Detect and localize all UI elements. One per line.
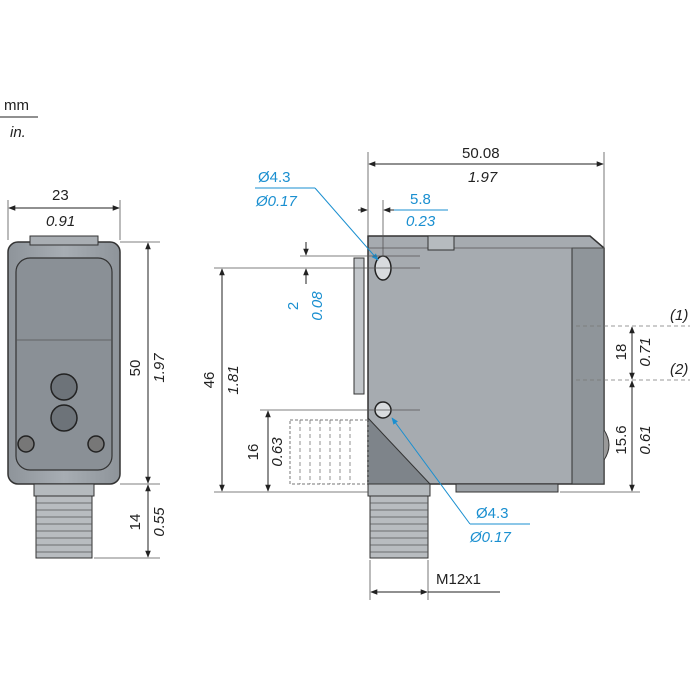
front-height-in: 1.97: [151, 353, 168, 383]
side-length-in: 1.97: [468, 169, 498, 186]
side-axis-span-in: 0.71: [637, 337, 654, 366]
side-housing: [367, 235, 605, 485]
front-connector-thread: [35, 495, 93, 559]
side-lens-bump: [603, 429, 610, 461]
side-connector-collar: [367, 483, 431, 497]
side-hole-top-dia-mm: Ø4.3: [258, 169, 291, 186]
side-hole-bottom-dia-in: Ø0.17: [469, 529, 512, 546]
side-hole-offset-mm: 2: [285, 302, 302, 310]
front-screw-left: [17, 435, 35, 453]
side-connector-thread: [369, 495, 429, 559]
side-length-mm: 50.08: [462, 145, 500, 162]
side-low-in: 0.63: [269, 437, 286, 467]
side-housing-front: [571, 247, 605, 485]
front-width-mm: 23: [52, 187, 69, 204]
units-in: in.: [10, 124, 26, 141]
side-hole-offset-in: 0.08: [309, 291, 326, 321]
side-hole-bottom-dia-mm: Ø4.3: [476, 505, 509, 522]
front-connector-collar: [33, 483, 95, 497]
side-span-mm: 46: [201, 372, 218, 389]
side-axis1-label: (1): [670, 307, 688, 324]
side-view: 50.08 1.97 5.8 0.23 Ø4.3 Ø0.17 2 0.08 46…: [201, 145, 690, 600]
front-width-in: 0.91: [46, 213, 75, 230]
side-top-clip: [427, 235, 455, 251]
side-offset-mm: 5.8: [410, 191, 431, 208]
side-axis-span-mm: 18: [613, 344, 630, 361]
front-height-mm: 50: [127, 360, 144, 377]
side-axis2-label: (2): [670, 361, 688, 378]
front-top-tabs: [29, 235, 99, 246]
side-hole-top-dia-in: Ø0.17: [255, 193, 298, 210]
front-view: 23 0.91 50 1.97 14 0.55: [7, 187, 168, 559]
front-led-top: [50, 373, 78, 401]
front-screw-right: [87, 435, 105, 453]
units-legend: mm in.: [0, 97, 38, 141]
front-connector-in: 0.55: [151, 507, 168, 537]
side-mount-plate: [353, 257, 365, 395]
front-led-bottom: [50, 404, 78, 432]
side-rightangle-connector: [289, 419, 369, 485]
front-lens-window: [15, 257, 113, 471]
side-axis-low-mm: 15.6: [613, 425, 630, 454]
side-offset-in: 0.23: [406, 213, 436, 230]
side-thread-label: M12x1: [436, 571, 481, 588]
side-span-in: 1.81: [225, 365, 242, 394]
side-bottom-foot: [455, 483, 559, 493]
side-low-mm: 16: [245, 444, 262, 461]
units-mm: mm: [4, 97, 29, 114]
front-connector-mm: 14: [127, 514, 144, 531]
side-axis-low-in: 0.61: [637, 425, 654, 454]
